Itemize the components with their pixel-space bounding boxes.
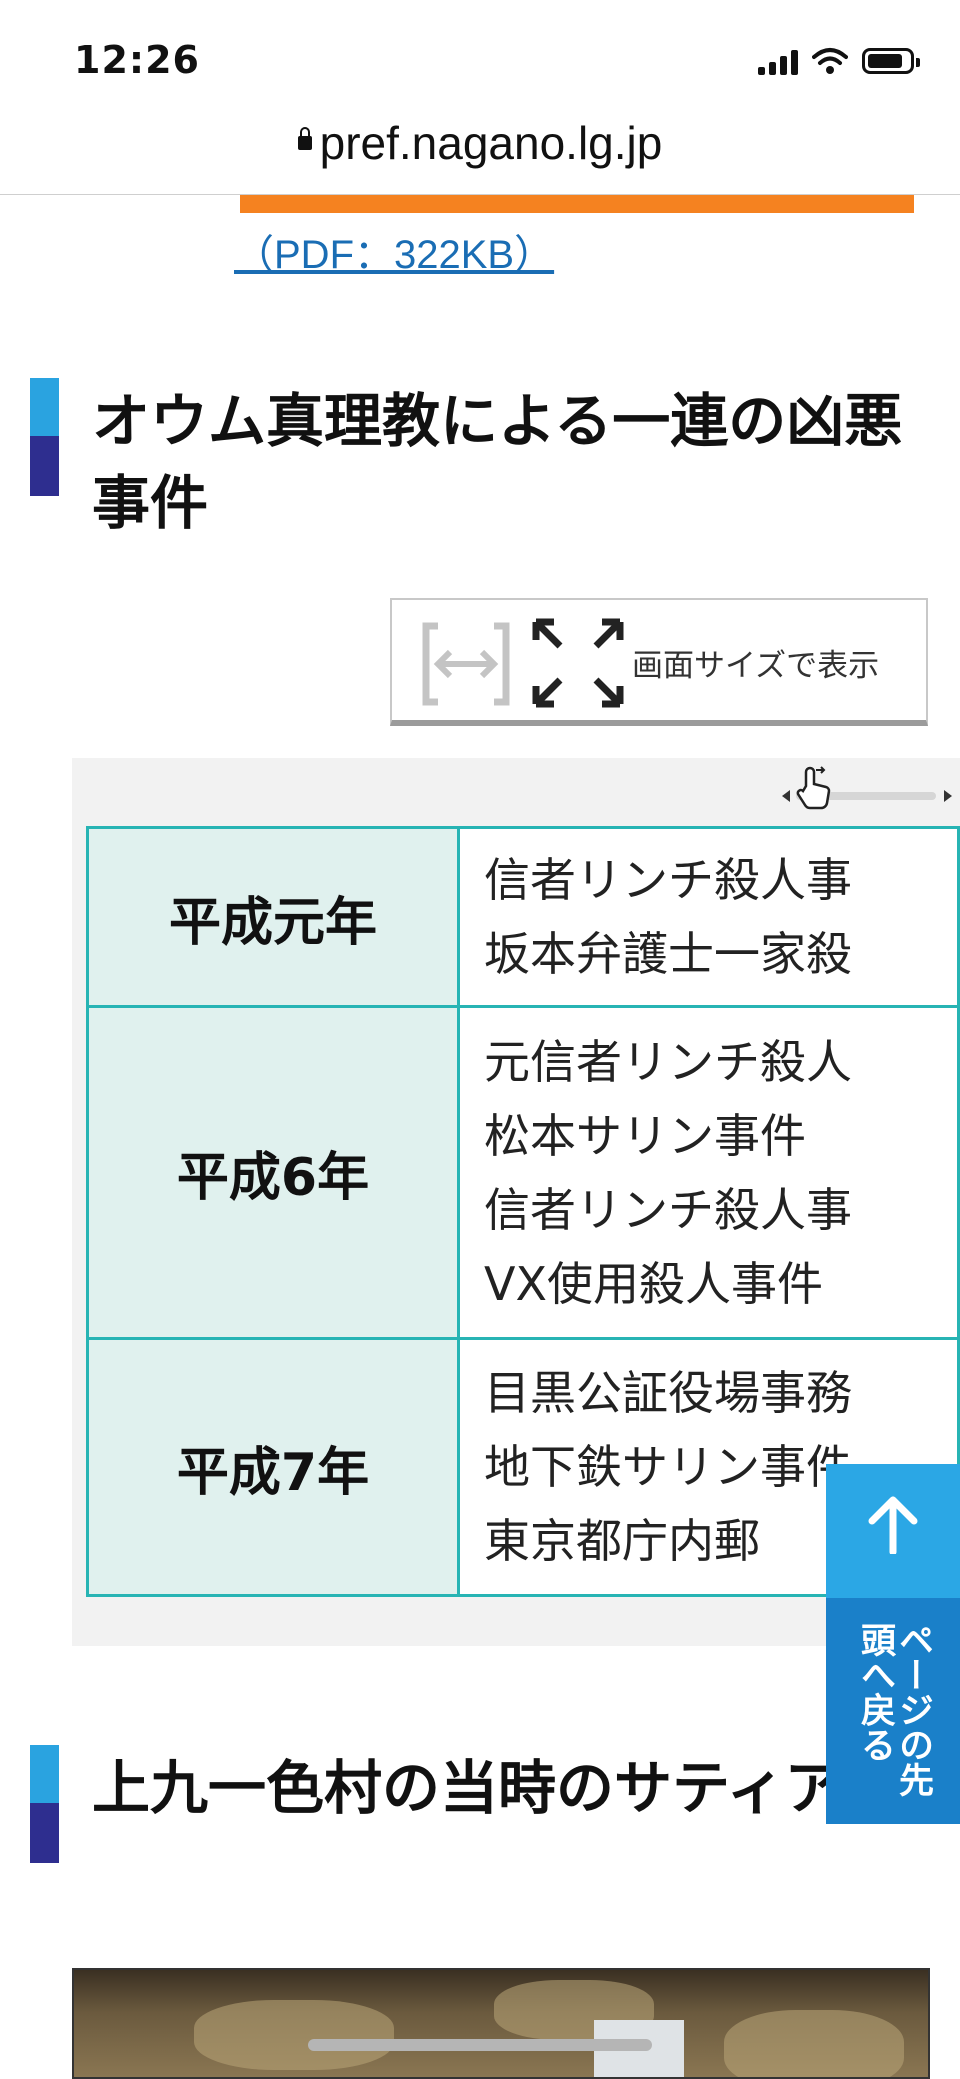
heading-bar-accent (30, 1745, 59, 1803)
event-item: VX使用殺人事件 (484, 1256, 824, 1311)
event-item: 元信者リンチ殺人 (484, 1034, 853, 1089)
event-item: 信者リンチ殺人事 (484, 1182, 853, 1237)
events-cell: 信者リンチ殺人事 坂本弁護士一家殺 (457, 826, 960, 1008)
event-item: 信者リンチ殺人事 (484, 853, 853, 907)
back-to-top-button[interactable]: ページの先頭へ戻る (826, 1464, 960, 1824)
heading-bar-accent (30, 1803, 59, 1863)
back-to-top-arrow-area[interactable] (826, 1464, 960, 1598)
table-row: 平成6年 元信者リンチ殺人 松本サリン事件 信者リンチ殺人事 VX使用殺人事件 (85, 1005, 960, 1340)
heading-text: オウム真理教による一連の凶悪事件 (92, 387, 903, 537)
table-row: 平成元年 信者リンチ殺人事 坂本弁護士一家殺 (85, 826, 960, 1008)
heading-text: 上九一色村の当時のサティアン (92, 1754, 899, 1822)
event-item: 松本サリン事件 (484, 1108, 807, 1163)
wifi-icon (812, 48, 848, 74)
arrow-up-icon (868, 1496, 918, 1554)
battery-icon (862, 48, 920, 74)
status-icons (758, 44, 920, 78)
fullscreen-label: 画面サイズで表示 (632, 648, 880, 684)
back-to-top-label: ページの先頭へ戻る (855, 1622, 933, 1797)
year-cell: 平成元年 (85, 826, 461, 1008)
home-indicator[interactable] (308, 2039, 652, 2051)
status-bar: 12:26 (0, 0, 960, 110)
events-cell: 元信者リンチ殺人 松本サリン事件 信者リンチ殺人事 VX使用殺人事件 (457, 1005, 960, 1340)
arrow-right-icon (944, 790, 952, 802)
swipe-hand-icon (796, 766, 831, 810)
expand-icon (532, 618, 624, 708)
event-item: 坂本弁護士一家殺 (484, 927, 853, 981)
url-text[interactable]: pref.nagano.lg.jp (319, 117, 663, 169)
lock-icon (297, 126, 312, 150)
year-cell: 平成6年 (85, 1005, 461, 1340)
event-item: 東京都庁内郵 (484, 1514, 761, 1568)
fullscreen-table-button[interactable]: 画面サイズで表示 (390, 598, 928, 726)
horizontal-expand-icon (422, 622, 510, 706)
browser-address-bar[interactable]: pref.nagano.lg.jp (0, 110, 960, 195)
heading-bar-accent (30, 436, 59, 496)
banner-image-edge (240, 195, 914, 213)
heading-bar-accent (30, 378, 59, 436)
signal-icon (758, 47, 798, 75)
horizontal-scroll-hint (782, 766, 952, 812)
event-item: 地下鉄サリン事件 (484, 1440, 853, 1494)
arrow-left-icon (782, 790, 790, 802)
pdf-link[interactable]: （PDF：322KB） (234, 233, 555, 277)
scroll-track (796, 792, 936, 800)
year-cell: 平成7年 (85, 1337, 461, 1597)
section-heading-satian: 上九一色村の当時のサティアン (30, 1745, 930, 1915)
satian-photo (72, 1968, 930, 2079)
section-heading-aum: オウム真理教による一連の凶悪事件 (30, 378, 930, 548)
status-time: 12:26 (74, 38, 200, 82)
event-item: 目黒公証役場事務 (484, 1366, 853, 1420)
